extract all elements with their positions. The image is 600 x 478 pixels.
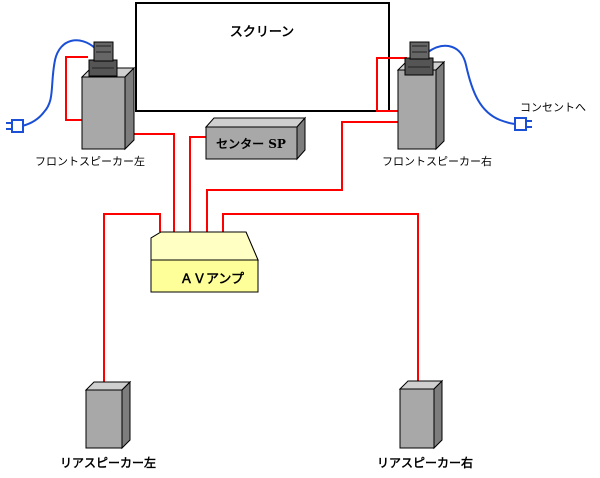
front-right-speaker xyxy=(396,41,446,151)
rear-right-speaker xyxy=(398,379,444,450)
power-cord-right xyxy=(427,44,517,125)
speaker-cables xyxy=(65,56,419,385)
center-speaker xyxy=(204,116,307,161)
rear-left-speaker xyxy=(84,380,132,450)
center-speaker-label: センター SP xyxy=(216,137,286,151)
front-left-tweeter xyxy=(88,41,118,77)
front-left-speaker xyxy=(80,41,136,151)
cable-front-right-tweeter xyxy=(376,57,407,112)
power-cord-left xyxy=(21,39,96,127)
screen-label: スクリーン xyxy=(230,25,294,40)
front-right-tweeter xyxy=(404,41,434,76)
av-amp-label: ＡＶアンプ xyxy=(180,272,245,287)
rear-right-label: リアスピーカー右 xyxy=(377,455,473,470)
cable-front-left-tweeter xyxy=(65,56,88,121)
power-cords xyxy=(21,39,517,127)
plug-left-icon xyxy=(6,119,24,133)
cable-center xyxy=(189,136,206,232)
cable-front-right xyxy=(206,121,398,232)
plug-right-icon xyxy=(514,117,532,131)
av-amp xyxy=(150,231,259,293)
front-left-label: フロントスピーカー左 xyxy=(35,155,145,168)
cable-rear-left xyxy=(103,213,161,385)
rear-left-label: リアスピーカー左 xyxy=(60,455,156,470)
front-right-label: フロントスピーカー右 xyxy=(382,154,492,168)
cable-rear-right xyxy=(222,213,419,383)
cable-front-left xyxy=(125,133,175,232)
outlet-label: コンセントへ xyxy=(520,101,586,114)
screen xyxy=(135,2,390,112)
